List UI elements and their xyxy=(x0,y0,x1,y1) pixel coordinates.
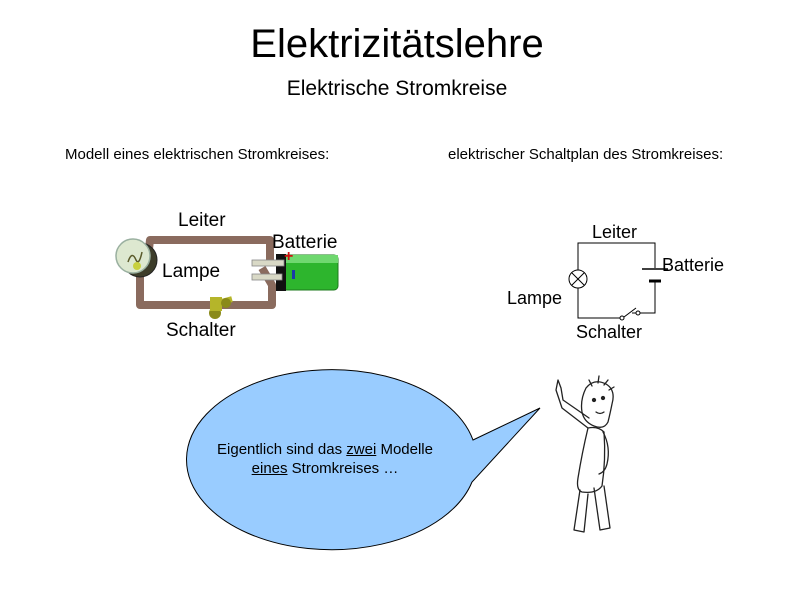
lamp-model xyxy=(115,238,158,278)
switch-symbol xyxy=(619,307,641,321)
speech-emphasis-zwei: zwei xyxy=(346,441,377,458)
speech-text-part: Eigentlich sind das xyxy=(217,441,347,458)
schematic xyxy=(568,242,668,321)
battery-symbol xyxy=(642,268,668,283)
stick-figure xyxy=(555,375,615,533)
speech-text-part: Modelle xyxy=(376,441,433,458)
plan-label-lampe: Lampe xyxy=(507,288,563,308)
schematic-wire xyxy=(577,288,622,319)
lamp-symbol xyxy=(568,269,588,289)
model-heading: Modell eines elektrischen Stromkreises: xyxy=(65,146,330,163)
circuit-model xyxy=(115,236,339,319)
battery-plus-sign: + xyxy=(284,248,294,265)
model-label-leiter: Leiter xyxy=(178,210,226,231)
schematic-wire xyxy=(577,242,656,270)
speech-text-part: Stromkreises … xyxy=(287,460,399,477)
battery-model xyxy=(251,254,339,291)
speech-emphasis-eines: eines xyxy=(251,460,288,477)
plan-label-schalter: Schalter xyxy=(576,322,643,342)
model-label-batterie: Batterie xyxy=(272,232,338,253)
speech-text: Eigentlich sind das zwei Modelle eines S… xyxy=(160,440,490,478)
circuit-diagram-heading: elektrischer Schaltplan des Stromkreises… xyxy=(448,146,724,163)
plan-label-leiter: Leiter xyxy=(592,222,638,242)
slide-title: Elektrizitätslehre xyxy=(250,22,544,66)
speech-bubble xyxy=(186,369,541,551)
slide-subtitle: Elektrische Stromkreise xyxy=(286,77,508,100)
switch-model xyxy=(209,296,233,319)
model-label-lampe: Lampe xyxy=(162,261,221,282)
plan-label-batterie: Batterie xyxy=(662,255,725,275)
model-label-schalter: Schalter xyxy=(166,320,236,341)
